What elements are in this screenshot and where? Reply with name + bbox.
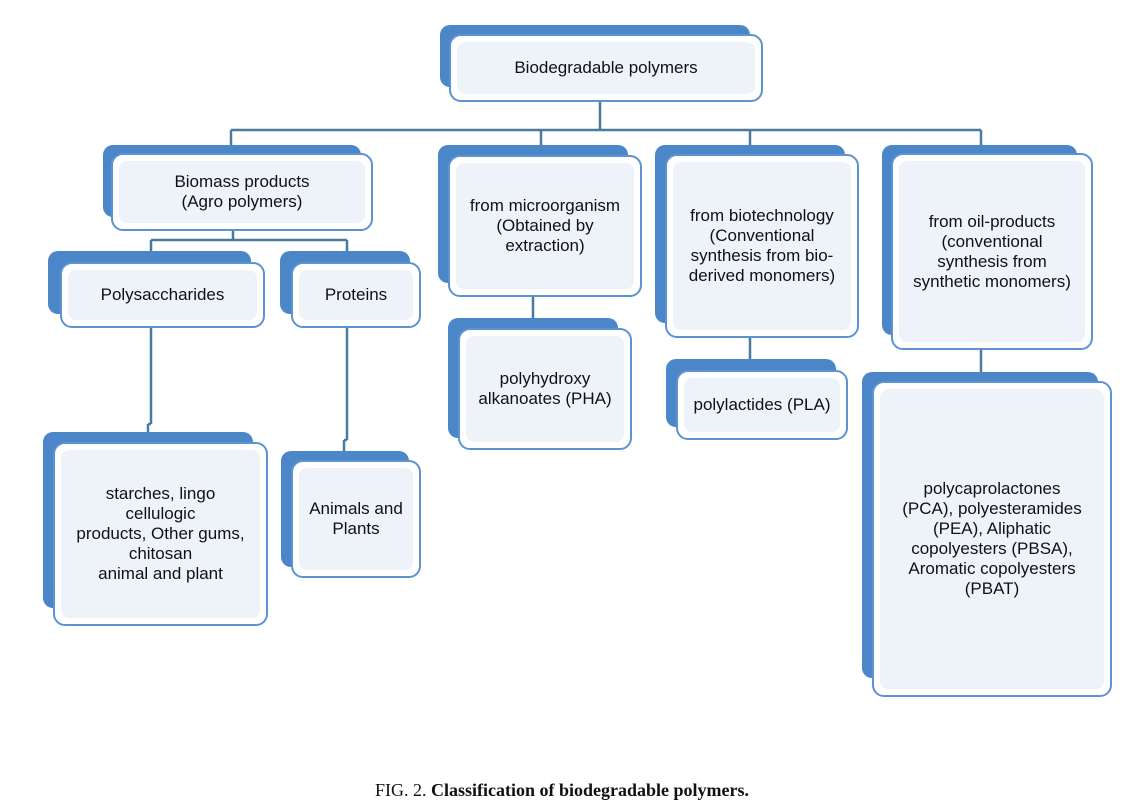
node-label-line: (Agro polymers) [181,192,303,211]
node-label-line: from oil-products [928,211,1056,231]
node-pla: polylactides (PLA) [666,359,848,440]
node-label-line: Plants [332,519,380,538]
node-root: Biodegradable polymers [440,25,763,102]
node-label-line: (PCA), polyesteramides [902,499,1082,518]
node-label-line: cellulogic [125,504,196,523]
node-label-line: Proteins [324,285,388,304]
node-label: Biodegradable polymers [457,42,755,94]
node-polysaccharides: Polysaccharides [48,251,265,328]
node-label-line: copolyesters (PBSA), [911,539,1073,558]
figure-caption: FIG. 2. Classification of biodegradable … [0,780,1124,801]
node-label-line: from biotechnology [690,206,834,225]
node-label-line: products, Other gums, [76,524,245,543]
node-label: polylactides (PLA) [684,378,840,432]
node-label: Polysaccharides [68,270,257,320]
node-label-line: alkanoates (PHA) [478,389,612,408]
node-box: polylactides (PLA) [676,370,848,440]
node-label-line: synthesis from [937,251,1047,271]
node-label: Biomass products(Agro polymers) [119,161,365,223]
node-label-line: animal and plant [98,564,223,583]
node-box: polycaprolactones(PCA), polyesteramides(… [872,381,1112,697]
node-label-line: polylactides (PLA) [693,395,831,414]
node-label-line: (conventional [941,231,1043,251]
node-box: Proteins [291,262,421,328]
node-label-line: Animals and [309,499,403,518]
node-synthetic: polycaprolactones(PCA), polyesteramides(… [862,372,1112,697]
node-box: Polysaccharides [60,262,265,328]
node-box: Biodegradable polymers [449,34,763,102]
node-label: Proteins [299,270,413,320]
node-label-line: derived monomers) [688,266,836,285]
node-label-line: polyhydroxy [499,369,591,388]
node-label-line: Polysaccharides [100,285,225,304]
node-label-line: from microorganism [469,196,621,215]
node-label: polycaprolactones(PCA), polyesteramides(… [880,389,1104,689]
node-label-line: (Conventional [709,226,815,245]
node-label-line: polycaprolactones [923,479,1061,498]
node-label-line: synthetic monomers) [913,271,1071,291]
node-box: Biomass products(Agro polymers) [111,153,373,231]
node-label-line: synthesis from bio- [690,246,834,265]
node-label-line: (PEA), Aliphatic [932,519,1052,538]
node-label-line: extraction) [505,236,585,255]
node-label-line: (PBAT) [964,579,1020,598]
node-label-line: Biodegradable polymers [514,58,698,77]
node-label-line: Biomass products [174,172,310,191]
node-proteins: Proteins [280,251,421,328]
node-label-line: chitosan [128,544,193,563]
node-label-line: starches, lingo [105,484,216,503]
caption-prefix: FIG. 2. [374,780,431,800]
caption-title: Classification of biodegradable polymers… [431,780,749,800]
node-label-line: Aromatic copolyesters [908,559,1076,578]
node-biomass: Biomass products(Agro polymers) [103,145,373,231]
node-label-line: (Obtained by [496,216,594,235]
